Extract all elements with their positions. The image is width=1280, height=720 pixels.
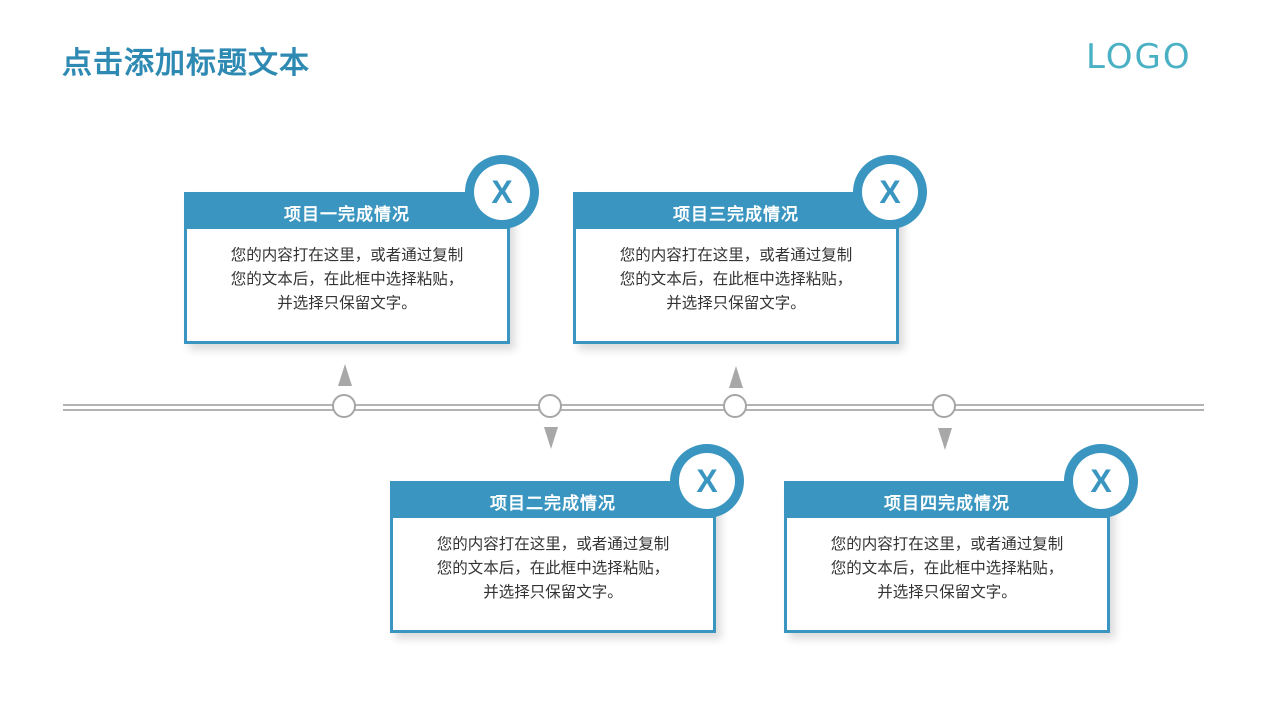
card-text: 您的内容打在这里，或者通过复制 您的文本后，在此框中选择粘贴， 并选择只保留文字… — [792, 532, 1102, 604]
card-text-line: 您的文本后，在此框中选择粘贴， — [436, 559, 670, 577]
logo: LOGO — [1086, 37, 1192, 77]
badge-circle-1: X — [465, 155, 539, 229]
card-text-line: 您的文本后，在此框中选择粘贴， — [230, 270, 464, 288]
milestone-card-2: 项目二完成情况 您的内容打在这里，或者通过复制 您的文本后，在此框中选择粘贴， … — [390, 481, 716, 633]
card-header — [184, 192, 510, 229]
badge-circle-2: X — [670, 444, 744, 518]
card-text-line: 您的内容打在这里，或者通过复制 — [830, 535, 1064, 553]
card-title: 项目一完成情况 — [284, 205, 410, 225]
card-text-line: 并选择只保留文字。 — [666, 294, 806, 312]
arrow-down-icon — [938, 428, 952, 450]
arrow-down-icon — [544, 427, 558, 449]
timeline-node-2 — [538, 394, 562, 418]
card-text-line: 您的内容打在这里，或者通过复制 — [436, 535, 670, 553]
x-icon: X — [679, 453, 735, 509]
milestone-card-4: 项目四完成情况 您的内容打在这里，或者通过复制 您的文本后，在此框中选择粘贴， … — [784, 481, 1110, 633]
card-header — [784, 481, 1110, 518]
timeline-node-4 — [932, 394, 956, 418]
card-title: 项目四完成情况 — [884, 494, 1010, 514]
x-icon: X — [862, 164, 918, 220]
badge-circle-3: X — [853, 155, 927, 229]
card-text-line: 并选择只保留文字。 — [483, 583, 623, 601]
timeline-node-1 — [332, 394, 356, 418]
timeline-node-3 — [723, 394, 747, 418]
card-text-line: 并选择只保留文字。 — [877, 583, 1017, 601]
card-text-line: 您的文本后，在此框中选择粘贴， — [830, 559, 1064, 577]
card-text-line: 您的内容打在这里，或者通过复制 — [619, 246, 853, 264]
milestone-card-1: 项目一完成情况 您的内容打在这里，或者通过复制 您的文本后，在此框中选择粘贴， … — [184, 192, 510, 344]
x-icon: X — [1073, 453, 1129, 509]
timeline-line-bottom — [63, 409, 1204, 411]
card-text: 您的内容打在这里，或者通过复制 您的文本后，在此框中选择粘贴， 并选择只保留文字… — [581, 243, 891, 315]
x-icon: X — [474, 164, 530, 220]
card-header — [390, 481, 716, 518]
card-text: 您的内容打在这里，或者通过复制 您的文本后，在此框中选择粘贴， 并选择只保留文字… — [398, 532, 708, 604]
milestone-card-3: 项目三完成情况 您的内容打在这里，或者通过复制 您的文本后，在此框中选择粘贴， … — [573, 192, 899, 344]
card-title: 项目二完成情况 — [490, 494, 616, 514]
card-text: 您的内容打在这里，或者通过复制 您的文本后，在此框中选择粘贴， 并选择只保留文字… — [192, 243, 502, 315]
card-text-line: 您的文本后，在此框中选择粘贴， — [619, 270, 853, 288]
card-text-line: 并选择只保留文字。 — [277, 294, 417, 312]
badge-circle-4: X — [1064, 444, 1138, 518]
timeline-line-top — [63, 404, 1204, 406]
page-title: 点击添加标题文本 — [62, 46, 310, 81]
card-title: 项目三完成情况 — [673, 205, 799, 225]
card-header — [573, 192, 899, 229]
arrow-up-icon — [729, 366, 743, 388]
card-text-line: 您的内容打在这里，或者通过复制 — [230, 246, 464, 264]
arrow-up-icon — [338, 364, 352, 386]
